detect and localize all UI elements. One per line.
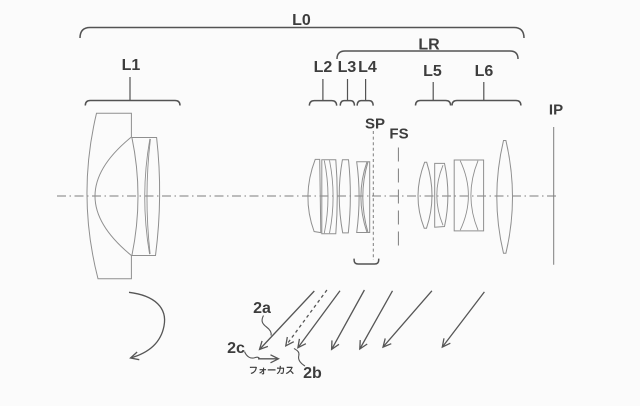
L5-cemented-interface	[436, 165, 444, 226]
bracket-L0	[79, 26, 525, 39]
label-L2: L2	[314, 59, 333, 76]
bracket-L2	[308, 99, 338, 106]
L6-element-1	[453, 159, 485, 232]
label-L6: L6	[475, 63, 494, 80]
lens-group-L5	[417, 161, 449, 229]
zoom-arrows	[128, 289, 485, 361]
leader-2a	[261, 315, 272, 336]
L2-element-2	[321, 159, 338, 235]
L5-element-1	[417, 161, 433, 229]
bracket-L3	[339, 99, 356, 106]
label-2b: 2b	[303, 365, 322, 382]
L2-element-1	[307, 158, 322, 234]
bracket-L1	[84, 99, 181, 106]
zoom-arrow-1	[258, 290, 315, 351]
label-2c: 2c	[227, 340, 245, 357]
label-L1: L1	[122, 57, 141, 74]
L1-motion-curved-arrow	[128, 291, 166, 361]
L1-cemented-interface-b	[146, 138, 151, 255]
label-FS: FS	[389, 126, 408, 143]
L6-element-1-surface-left	[459, 160, 469, 231]
lens-group-L1	[86, 112, 161, 280]
L2-interface-2	[329, 160, 334, 234]
label-focus: フォーカス	[249, 366, 295, 376]
L3-element-1	[338, 159, 351, 234]
L5-element-2	[434, 162, 449, 228]
label-LR: LR	[418, 37, 440, 54]
lens-group-L6	[453, 140, 513, 254]
L4-element-2	[362, 161, 371, 233]
label-IP: IP	[549, 102, 563, 119]
label-L4: L4	[358, 59, 377, 76]
bracket-L4	[356, 99, 374, 106]
lens-group-L2	[307, 158, 338, 235]
aperture-stop-bracket	[353, 258, 380, 265]
L1-element-2	[131, 137, 161, 256]
L2-interface-1	[323, 160, 329, 234]
leader-2b	[293, 347, 306, 367]
lens-group-L3	[338, 159, 351, 234]
zoom-arrow-5	[382, 290, 433, 349]
lens-group-L4	[356, 161, 371, 233]
zoom-arrow-3	[330, 289, 365, 351]
zoom-arrow-6	[441, 291, 485, 349]
zoom-arrow-4	[359, 290, 394, 351]
focus-annotation: 2a 2c フォーカス 2b	[227, 300, 322, 382]
bracket-LR	[336, 50, 519, 60]
label-2a: 2a	[253, 300, 271, 317]
L4-element-1	[356, 161, 368, 233]
L6-element-2	[496, 140, 513, 254]
label-L5: L5	[423, 63, 442, 80]
L1-cemented-interface-a	[144, 138, 151, 255]
L6-element-1-surface-right	[470, 160, 479, 231]
zoom-arrow-2	[297, 290, 341, 349]
label-SP: SP	[365, 116, 385, 133]
bracket-L6	[451, 99, 522, 106]
zoom-arrow-dotted	[284, 289, 328, 347]
label-L3: L3	[338, 59, 357, 76]
bracket-L5	[414, 99, 452, 106]
label-L0: L0	[292, 12, 311, 29]
leader-2c	[243, 351, 261, 359]
